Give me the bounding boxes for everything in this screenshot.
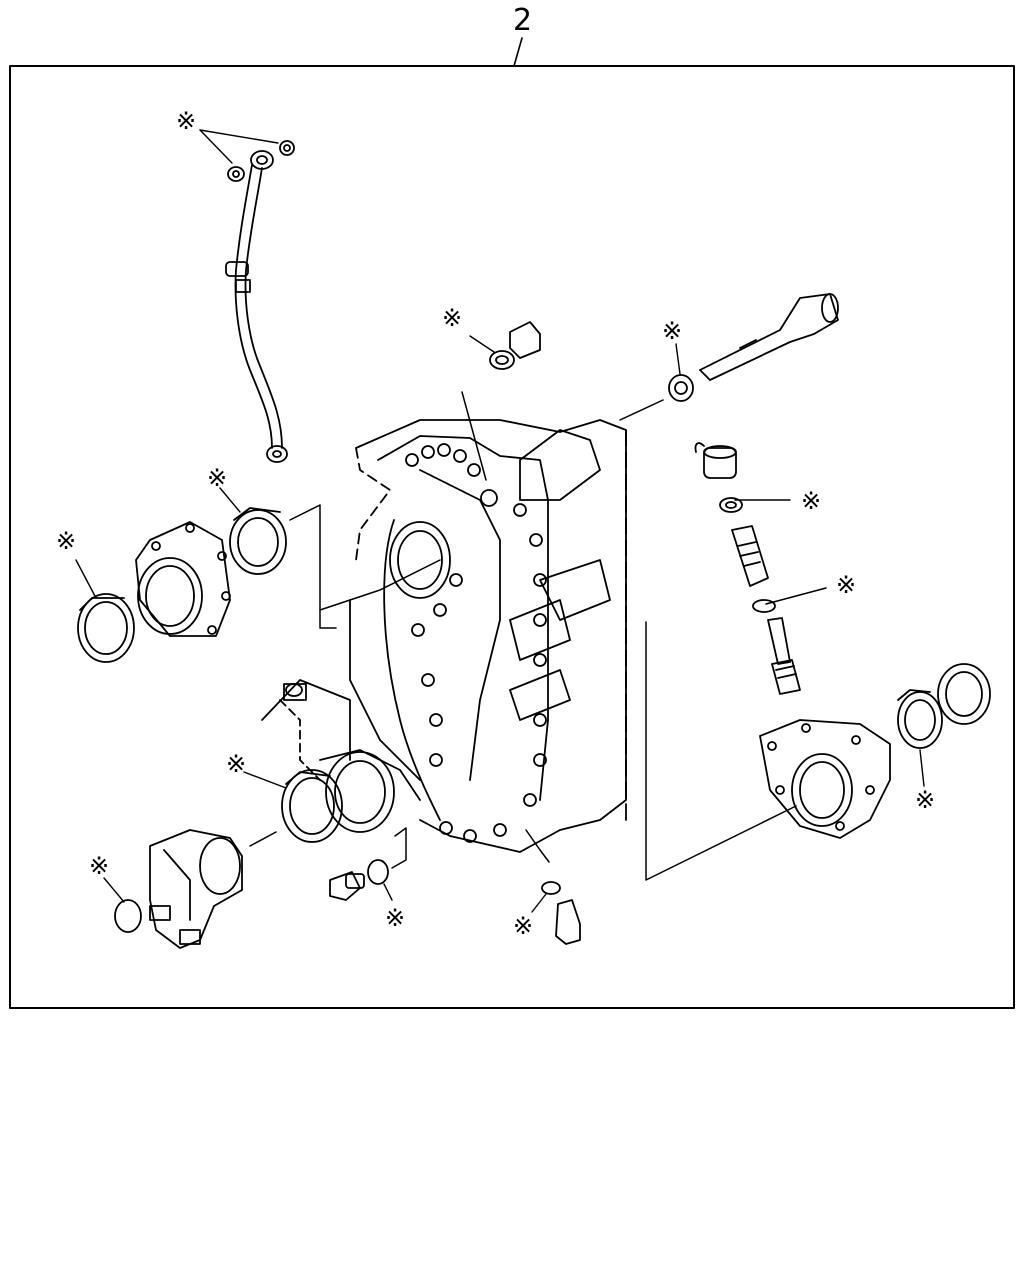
assembly-callout-label: 2 [513, 3, 533, 38]
mark-o-ring-plug: ※ [385, 904, 406, 932]
bearing-retainer-left [135, 521, 231, 637]
mark-collar: ※ [662, 317, 683, 345]
output-shaft [668, 293, 839, 402]
mark-plug-washer: ※ [442, 304, 463, 332]
oil-seal-upper-left [219, 487, 287, 575]
mark-drain-washer: ※ [513, 912, 534, 940]
mark-seal-right: ※ [915, 786, 936, 814]
oil-seal-right [897, 663, 991, 787]
speed-sensor-assembly [694, 442, 801, 695]
oil-hose-assembly [199, 129, 295, 463]
mark-seal-upper-left: ※ [207, 464, 228, 492]
mark-o-ring-yoke: ※ [89, 852, 110, 880]
dash-dot-leader-lines [249, 391, 827, 881]
oil-seal-far-left [75, 559, 135, 663]
mark-sensor-washer: ※ [801, 487, 822, 515]
filler-plug [469, 321, 541, 370]
mark-hose-washers: ※ [176, 107, 197, 135]
bearing-retainer-right [759, 719, 891, 839]
diagram-frame [9, 37, 1015, 1009]
mark-gear-washer: ※ [836, 571, 857, 599]
oil-seal-lower-left [243, 769, 343, 843]
transfer-case-housing [261, 419, 627, 853]
mark-seal-lower-left: ※ [226, 750, 247, 778]
mark-seal-far-left: ※ [56, 527, 77, 555]
drain-plug-left [329, 859, 393, 901]
companion-flange-yoke [103, 829, 243, 949]
drain-plug-center [531, 881, 581, 945]
